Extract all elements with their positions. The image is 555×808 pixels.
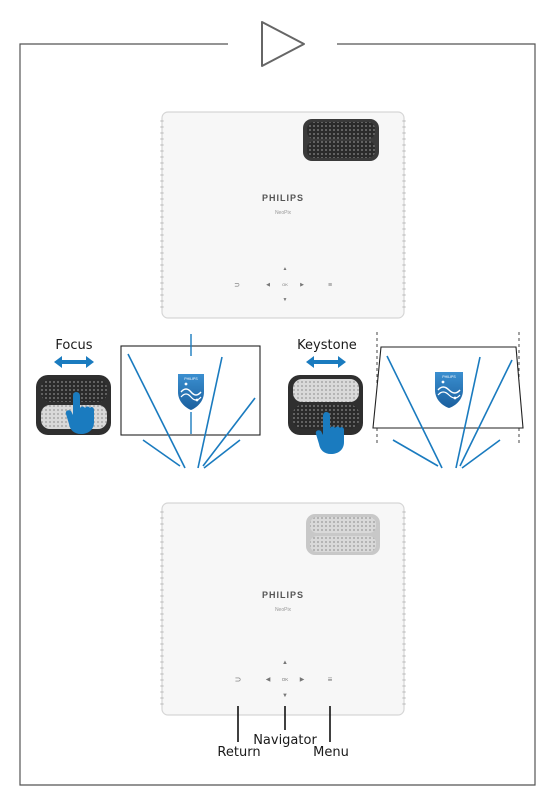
focus-keystone-wheels-bottom — [306, 514, 380, 555]
return-icon-bottom[interactable]: ⊃ — [235, 675, 242, 684]
pointing-hand-icon-keystone — [315, 412, 344, 454]
screen-logo-brand-keystone: PHILIPS — [442, 375, 456, 379]
focus-screen: PHILIPS — [120, 334, 261, 436]
right-arrow-icon[interactable]: ▶ — [300, 282, 304, 288]
philips-shield-logo: PHILIPS — [178, 374, 204, 410]
menu-icon-bottom[interactable]: ≡ — [328, 675, 333, 684]
menu-icon[interactable]: ≡ — [328, 282, 332, 289]
return-label: Return — [217, 745, 260, 760]
callout-lines — [237, 706, 331, 742]
device-model-bottom: NeoPix — [275, 607, 292, 613]
left-arrow-icon[interactable]: ◀ — [266, 282, 270, 288]
up-arrow-icon-bottom[interactable]: ▲ — [282, 660, 288, 666]
up-arrow-icon[interactable]: ▲ — [283, 266, 288, 272]
return-icon[interactable]: ⊃ — [234, 282, 240, 289]
projector-top-view: PHILIPS NeoPix ▲ ▼ ◀ ▶ OK ⊃ ≡ — [160, 111, 406, 319]
ok-button[interactable]: OK — [282, 282, 288, 287]
device-model: NeoPix — [275, 210, 292, 216]
focus-keystone-wheels — [303, 119, 379, 161]
keystone-screen: PHILIPS — [372, 332, 524, 446]
philips-shield-logo-keystone: PHILIPS — [435, 372, 463, 408]
outer-frame — [19, 43, 536, 786]
right-arrow-icon-bottom[interactable]: ▶ — [300, 677, 305, 683]
left-arrow-icon-bottom[interactable]: ◀ — [266, 677, 271, 683]
keystone-light-beams — [386, 355, 513, 469]
focus-label: Focus — [55, 338, 92, 353]
focus-light-beams — [127, 353, 256, 469]
device-brand: PHILIPS — [262, 193, 304, 203]
focus-double-arrow-icon — [54, 356, 94, 368]
down-arrow-icon-bottom[interactable]: ▼ — [282, 693, 288, 699]
ok-button-bottom[interactable]: OK — [282, 677, 289, 682]
pointing-hand-icon — [65, 392, 94, 434]
keystone-double-arrow-icon — [306, 356, 346, 368]
play-triangle-icon — [261, 21, 305, 67]
projector-bottom-view: PHILIPS NeoPix ▲ ▼ ◀ ▶ OK ⊃ ≡ — [160, 502, 406, 716]
keystone-label: Keystone — [297, 338, 357, 353]
screen-logo-brand: PHILIPS — [184, 377, 198, 381]
control-panel-bottom: ▲ ▼ ◀ ▶ OK ⊃ ≡ — [235, 660, 333, 699]
control-panel-top: ▲ ▼ ◀ ▶ OK ⊃ ≡ — [234, 266, 332, 303]
down-arrow-icon[interactable]: ▼ — [283, 297, 288, 303]
menu-label: Menu — [313, 745, 349, 760]
navigator-label: Navigator — [253, 733, 317, 748]
device-brand-bottom: PHILIPS — [262, 590, 304, 600]
